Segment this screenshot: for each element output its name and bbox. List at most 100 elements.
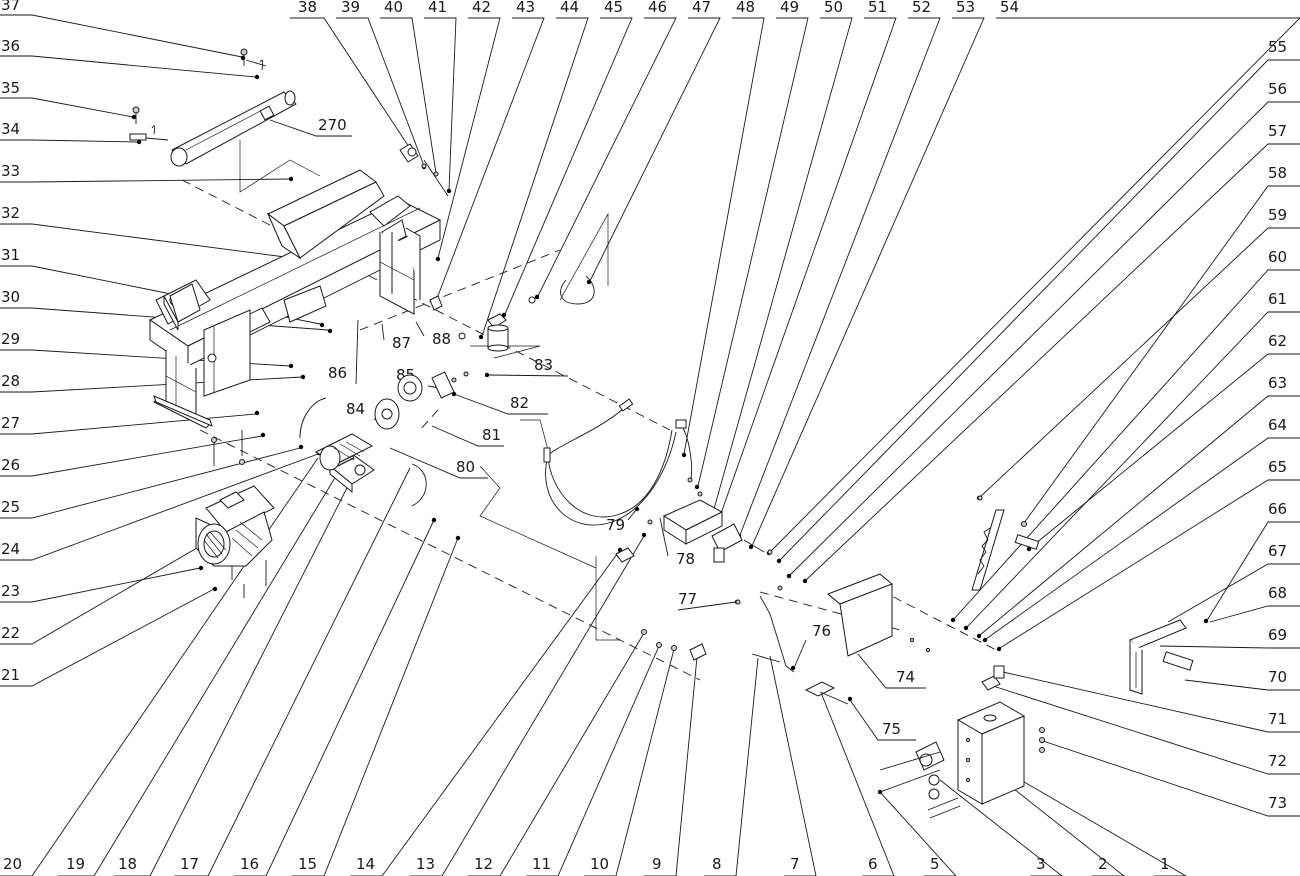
svg-text:76: 76: [812, 622, 831, 640]
callout-36: 36: [0, 37, 260, 80]
callout-28: 28: [0, 372, 306, 393]
callout-22: 22: [0, 534, 218, 645]
svg-text:39: 39: [341, 0, 360, 16]
control-lever: [735, 585, 795, 673]
callout-53: 53: [748, 0, 985, 550]
svg-text:33: 33: [1, 162, 20, 180]
callout-74: 74: [857, 653, 926, 689]
callout-88: 88: [415, 321, 451, 348]
svg-text:30: 30: [1, 288, 20, 306]
callout-43: 43: [432, 0, 545, 305]
svg-text:22: 22: [1, 624, 20, 642]
callout-86: 86: [328, 319, 359, 385]
svg-text:46: 46: [648, 0, 667, 16]
oil-filter-parts: [429, 295, 536, 352]
callout-81: 81: [431, 425, 504, 447]
guard-plate: [827, 573, 931, 657]
svg-text:56: 56: [1268, 80, 1287, 98]
control-valve-icon: [615, 477, 773, 563]
svg-text:32: 32: [1, 204, 20, 222]
callout-65: 65: [996, 458, 1300, 652]
svg-text:29: 29: [1, 330, 20, 348]
tank-icon: [879, 665, 1045, 819]
svg-text:8: 8: [712, 855, 722, 873]
callout-41: 41: [424, 0, 457, 194]
svg-text:270: 270: [318, 116, 347, 134]
svg-text:54: 54: [1000, 0, 1019, 16]
callout-45: 45: [501, 0, 633, 318]
svg-text:58: 58: [1268, 164, 1287, 182]
callout-37: 37: [0, 0, 246, 61]
callout-7: 7: [769, 655, 817, 876]
wedge-handle-parts: [399, 143, 449, 197]
svg-text:26: 26: [1, 456, 20, 474]
svg-text:42: 42: [472, 0, 491, 16]
svg-text:69: 69: [1268, 626, 1287, 644]
callout-10: 10: [584, 645, 677, 876]
svg-text:23: 23: [1, 582, 20, 600]
callout-9: 9: [644, 653, 700, 876]
svg-text:44: 44: [560, 0, 579, 16]
callout-76: 76: [790, 622, 831, 671]
svg-text:45: 45: [604, 0, 623, 16]
svg-text:70: 70: [1268, 668, 1287, 686]
svg-text:62: 62: [1268, 332, 1287, 350]
svg-text:57: 57: [1268, 122, 1287, 140]
bottom-callouts: 20 19 18 17 16 15 14 13 12 11 10 9 8 7 6…: [0, 457, 1187, 876]
callout-1: 1: [997, 765, 1187, 876]
callout-14: 14: [350, 547, 623, 876]
callout-12: 12: [468, 629, 647, 876]
callout-73: 73: [1039, 738, 1300, 817]
svg-text:28: 28: [1, 372, 20, 390]
callout-39: 39: [336, 0, 427, 170]
callout-59: 59: [976, 206, 1300, 501]
svg-text:2: 2: [1098, 855, 1108, 873]
svg-text:87: 87: [392, 334, 411, 352]
callout-56: 56: [786, 80, 1300, 579]
hose-icon: [299, 275, 693, 526]
svg-text:20: 20: [3, 855, 22, 873]
callout-32: 32: [0, 204, 289, 260]
svg-text:63: 63: [1268, 374, 1287, 392]
svg-text:35: 35: [1, 79, 20, 97]
callout-270: 270: [269, 116, 352, 137]
callout-24: 24: [0, 450, 322, 561]
svg-text:18: 18: [118, 855, 137, 873]
svg-text:77: 77: [678, 590, 697, 608]
callout-2: 2: [989, 769, 1125, 876]
svg-text:27: 27: [1, 414, 20, 432]
callout-51: 51: [714, 0, 897, 526]
callout-18: 18: [114, 477, 353, 876]
svg-text:65: 65: [1268, 458, 1287, 476]
svg-text:37: 37: [1, 0, 20, 14]
callout-80: 80: [389, 447, 488, 479]
log-splitter-frame-icon: [149, 169, 442, 429]
svg-text:13: 13: [416, 855, 435, 873]
svg-text:73: 73: [1268, 794, 1287, 812]
callout-52: 52: [736, 0, 941, 539]
svg-text:49: 49: [780, 0, 799, 16]
svg-text:51: 51: [868, 0, 887, 16]
left-callouts: 37 36 35 34 33 32 31 30 29 28 27 26 25 2…: [0, 0, 333, 687]
callout-82: 82: [451, 391, 548, 415]
svg-text:74: 74: [896, 668, 915, 686]
svg-text:84: 84: [346, 400, 365, 418]
small-parts-chain: [641, 629, 707, 661]
svg-text:21: 21: [1, 666, 20, 684]
callout-47: 47: [586, 0, 721, 285]
callout-38: 38: [290, 0, 414, 154]
callout-21: 21: [0, 586, 218, 687]
callout-25: 25: [0, 444, 304, 519]
svg-text:60: 60: [1268, 248, 1287, 266]
callout-19: 19: [58, 475, 337, 876]
svg-text:24: 24: [1, 540, 20, 558]
callout-49: 49: [694, 0, 809, 490]
callout-63: 63: [976, 374, 1300, 639]
svg-text:86: 86: [328, 364, 347, 382]
svg-text:52: 52: [912, 0, 931, 16]
callout-60: 60: [950, 248, 1300, 623]
callout-44: 44: [478, 0, 589, 340]
callout-78: 78: [659, 517, 695, 568]
svg-text:10: 10: [590, 855, 609, 873]
callout-8: 8: [704, 657, 759, 876]
